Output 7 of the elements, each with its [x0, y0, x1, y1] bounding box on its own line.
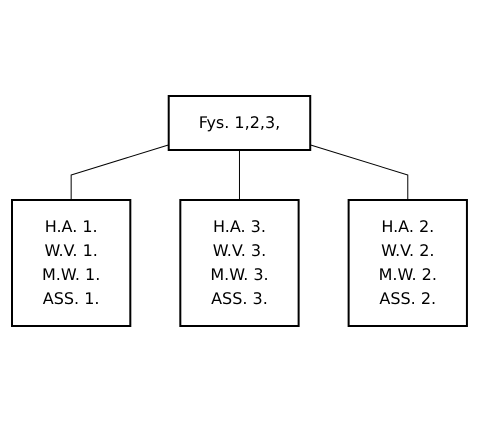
node-box: Fys. 1,2,3, [168, 95, 312, 151]
node-box: H.A. 3. W.V. 3. M.W. 3. ASS. 3. [179, 199, 300, 327]
connector [239, 150, 240, 200]
connector [70, 144, 170, 200]
node-box: H.A. 1. W.V. 1. M.W. 1. ASS. 1. [11, 199, 132, 327]
connector [310, 144, 408, 200]
node-box: H.A. 2. W.V. 2. M.W. 2. ASS. 2. [348, 199, 468, 327]
